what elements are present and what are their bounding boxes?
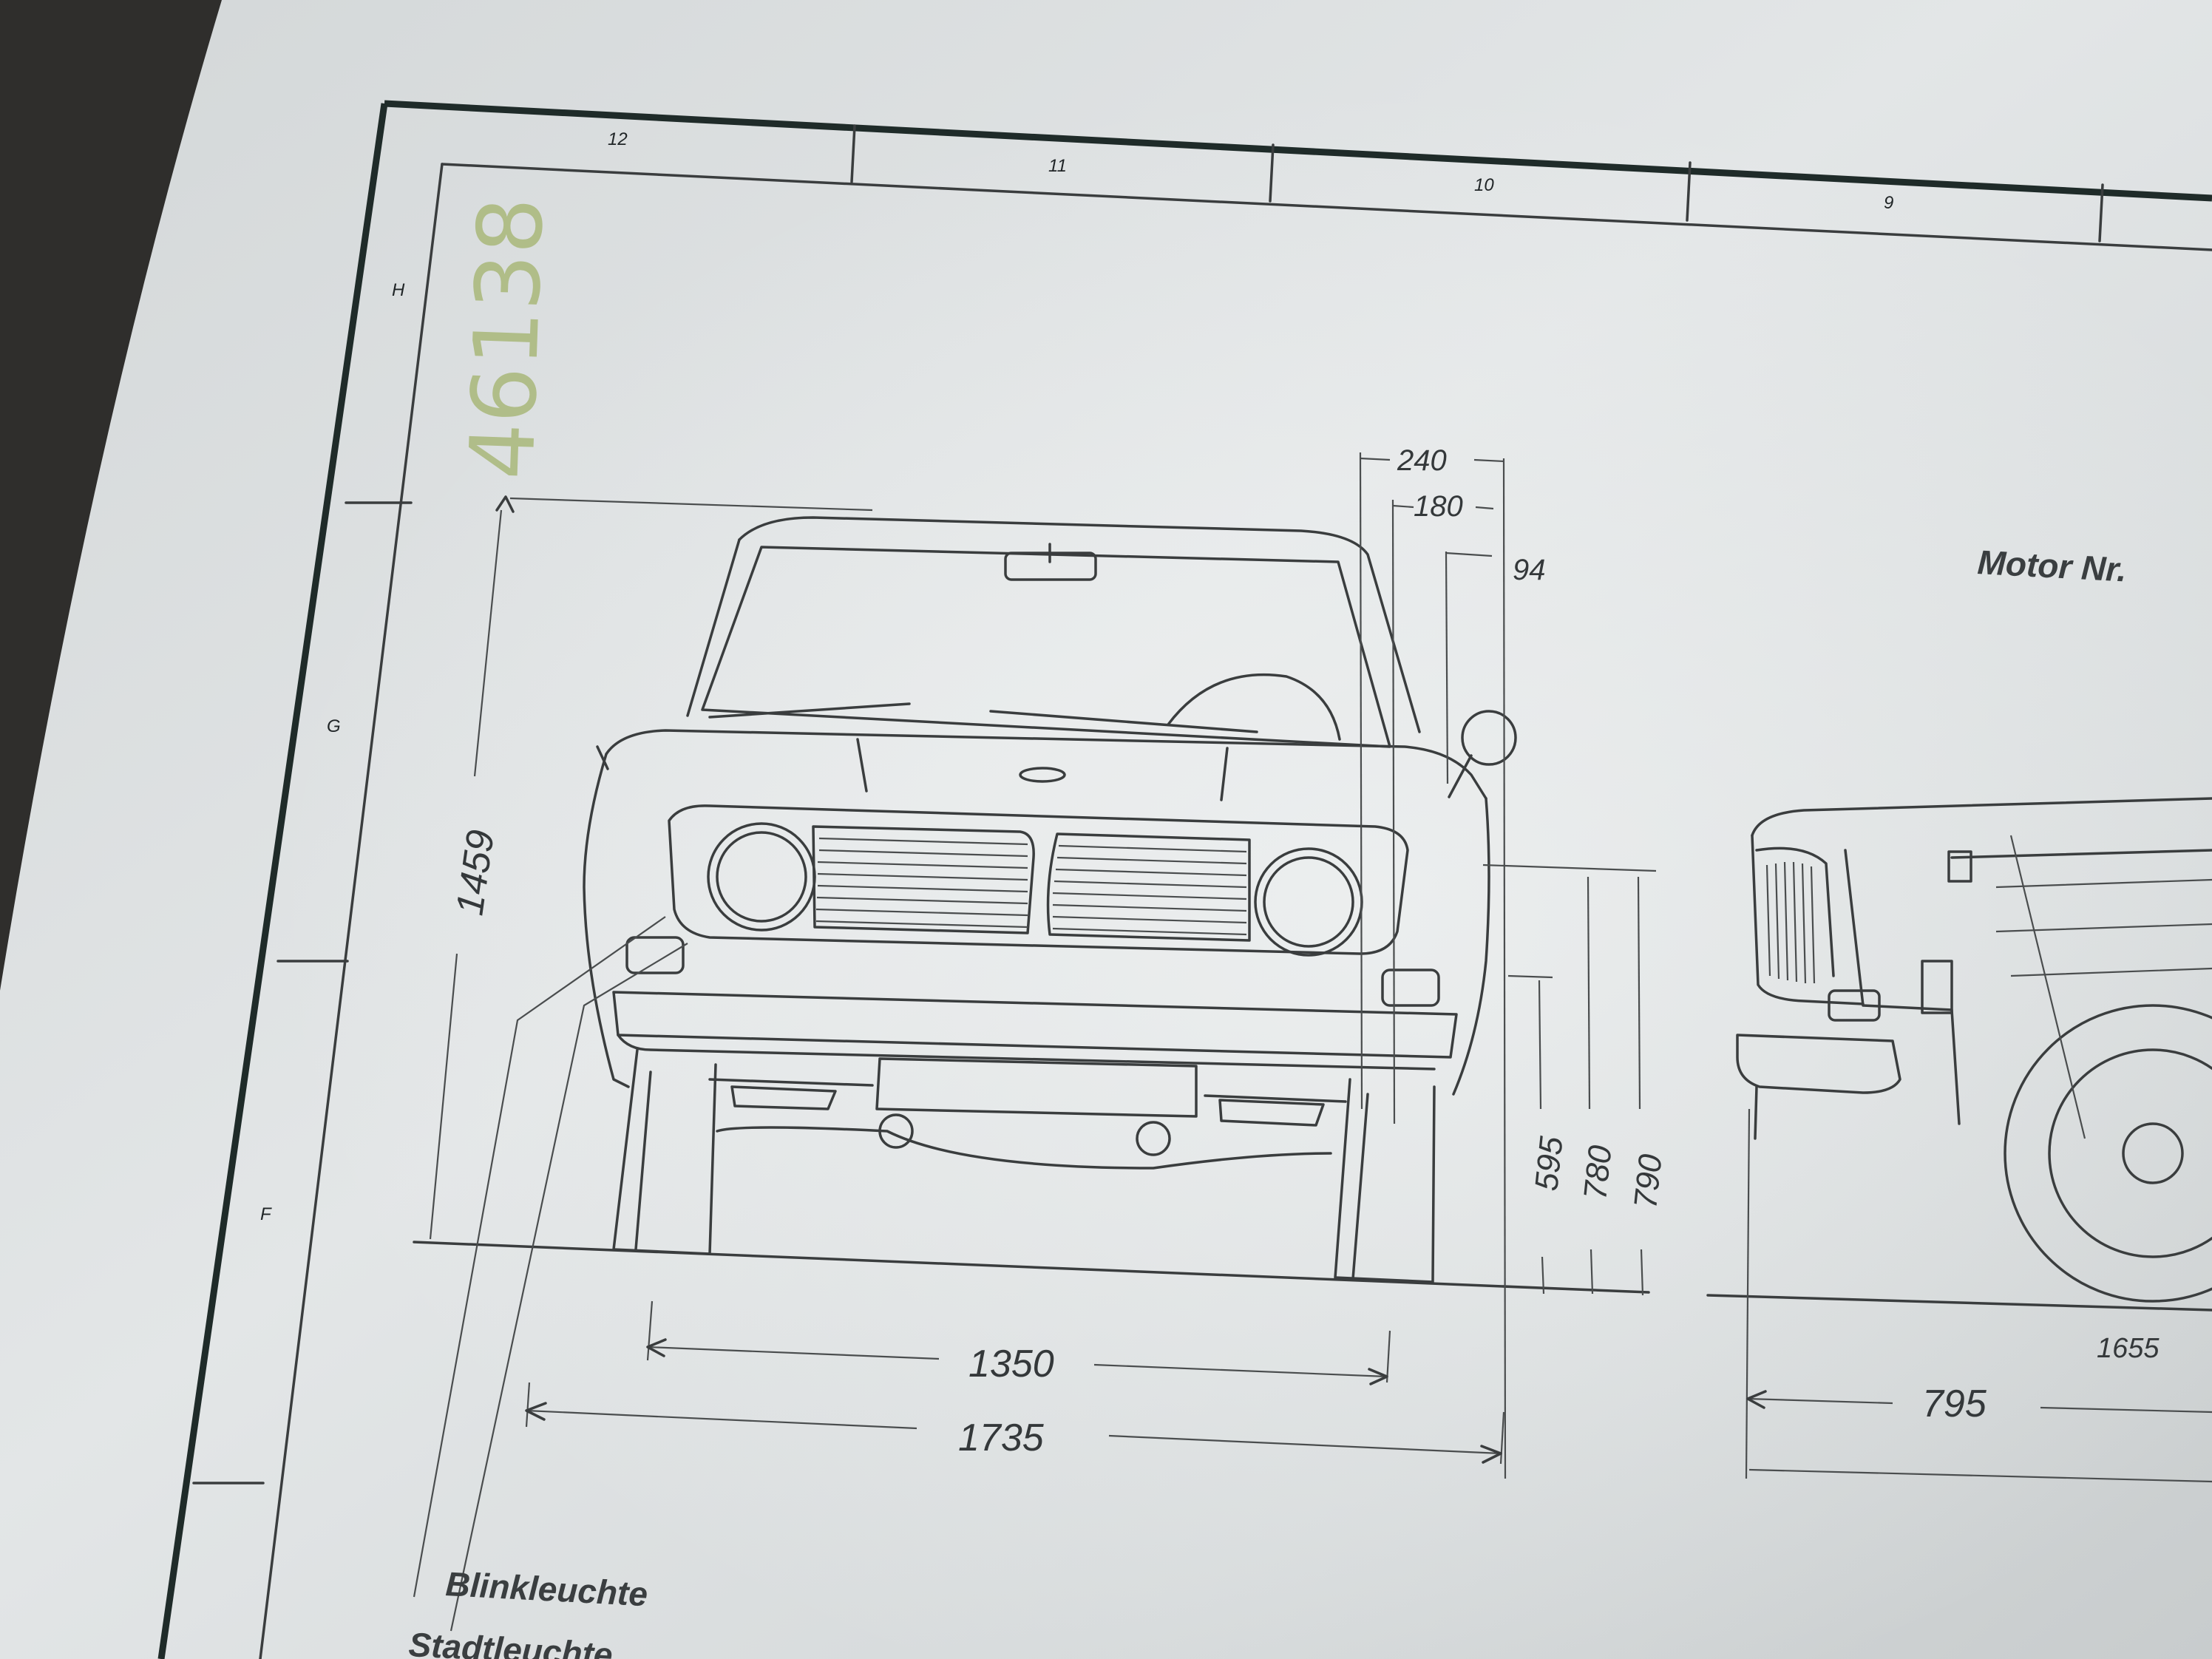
car-front-view [413, 516, 1650, 1294]
dim-headlamp-790: 790 [1627, 1152, 1669, 1210]
drawing-number-stamp: 46138 [451, 196, 563, 481]
dim-lamp-595: 595 [1528, 1134, 1570, 1192]
side-mark-h: H [392, 280, 405, 300]
zone-number-11: 11 [1048, 156, 1067, 176]
zone-number-9: 9 [1884, 193, 1893, 213]
car-side-view-partial [1706, 797, 2212, 1483]
dim-mirror-180: 180 [1414, 490, 1463, 523]
zone-number-12: 12 [608, 129, 628, 149]
side-mark-g: G [327, 716, 341, 736]
zone-number-10: 10 [1474, 175, 1494, 195]
label-motor-number: Motor Nr. [1976, 543, 2127, 588]
side-mark-f: F [260, 1204, 272, 1224]
dim-mirror-240: 240 [1397, 444, 1447, 477]
dimension-lines [413, 452, 1657, 1632]
dim-side-795: 795 [1922, 1382, 1987, 1425]
dim-headlamp-780: 780 [1577, 1143, 1618, 1201]
dim-track: 1350 [968, 1343, 1054, 1385]
drawing-frame [157, 100, 2212, 1659]
dim-mirror-94: 94 [1513, 554, 1546, 586]
dim-side-1655: 1655 [2097, 1333, 2160, 1364]
dim-overall-width: 1735 [958, 1417, 1045, 1459]
